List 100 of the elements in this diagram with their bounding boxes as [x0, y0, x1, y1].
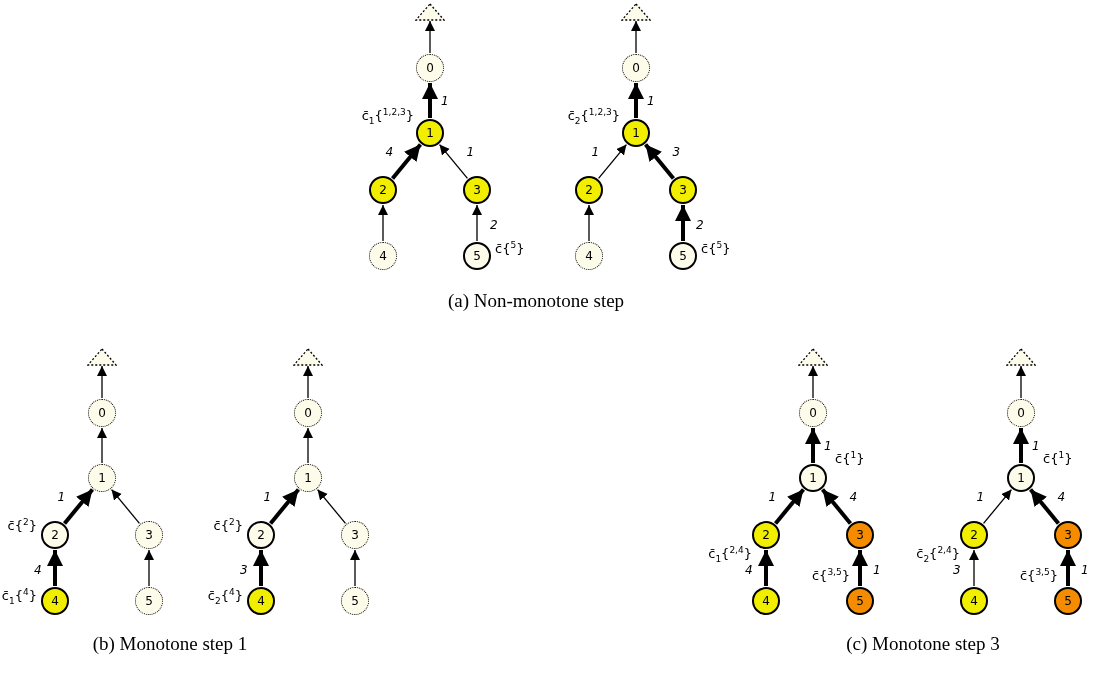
arrow [47, 550, 63, 586]
arrow [144, 549, 154, 587]
tree-node: 1 [799, 464, 827, 492]
arrow [631, 20, 641, 54]
root-triangle [415, 3, 445, 21]
tree-node: 5 [846, 587, 874, 615]
tree-node: 0 [294, 399, 322, 427]
edge-label: 1 [590, 145, 601, 159]
node-annotation: c̄{$^{5}$} [495, 242, 525, 255]
tree-node: 0 [416, 54, 444, 82]
arrow [1016, 365, 1026, 399]
arrow [378, 204, 388, 242]
tree-node: 3 [1054, 521, 1082, 549]
root-triangle [798, 348, 828, 366]
tree-node: 4 [752, 587, 780, 615]
arrow [982, 488, 1013, 525]
edge-label: 1 [823, 439, 833, 453]
tree-node: 4 [247, 587, 275, 615]
edge-label: 1 [262, 490, 273, 504]
node-annotation: c̄{$^{3,5}$} [1019, 569, 1058, 582]
edge-label: 4 [384, 145, 395, 159]
node-annotation: c̄$_{1}${$^{2,4}$} [708, 547, 752, 560]
root-triangle [87, 348, 117, 366]
arrow [1013, 428, 1029, 463]
node-annotation: c̄{$^{2}$} [213, 519, 243, 532]
tree-node: 2 [369, 176, 397, 204]
node-annotation: c̄$_{2}${$^{1,2,3}$} [567, 109, 620, 122]
root-triangle [621, 3, 651, 21]
edge-label: 1 [56, 490, 67, 504]
tree-node: 1 [88, 464, 116, 492]
arrow [1029, 488, 1060, 525]
node-annotation: c̄{$^{2}$} [7, 519, 37, 532]
arrow [597, 143, 628, 180]
tree-node: 2 [575, 176, 603, 204]
arrow [422, 83, 438, 118]
tree-node: 4 [575, 242, 603, 270]
subfigure-caption: (a) Non-monotone step [447, 290, 625, 312]
arrow [584, 204, 594, 242]
node-annotation: c̄{$^{3,5}$} [811, 569, 850, 582]
tree-node: 4 [41, 587, 69, 615]
tree-node: 5 [341, 587, 369, 615]
tree-node: 2 [752, 521, 780, 549]
arrow [63, 488, 94, 525]
node-annotation: c̄{$^{1}$} [1043, 452, 1073, 465]
arrow [316, 488, 347, 525]
tree-node: 5 [135, 587, 163, 615]
tree-node: 3 [135, 521, 163, 549]
tree-node: 3 [463, 176, 491, 204]
arrow [253, 550, 269, 586]
arrow [97, 427, 107, 464]
tree-node: 0 [622, 54, 650, 82]
subfigure-caption: (c) Monotone step 3 [846, 633, 1000, 655]
arrow [774, 488, 805, 525]
node-annotation: c̄$_{2}${$^{4}$} [207, 589, 243, 602]
arrow [675, 205, 691, 241]
arrow [303, 365, 313, 399]
arrow [438, 143, 469, 180]
arrow [269, 488, 300, 525]
subfigure-caption: (b) Monotone step 1 [92, 633, 248, 655]
node-annotation: c̄$_{1}${$^{4}$} [1, 589, 37, 602]
root-triangle [1006, 348, 1036, 366]
arrow [805, 428, 821, 463]
root-triangle [293, 348, 323, 366]
tree-node: 1 [1007, 464, 1035, 492]
tree-node: 5 [669, 242, 697, 270]
arrow [644, 143, 675, 180]
arrow [808, 365, 818, 399]
tree-node: 5 [1054, 587, 1082, 615]
tree-node: 3 [341, 521, 369, 549]
arrow [758, 550, 774, 586]
tree-node: 2 [41, 521, 69, 549]
arrow [303, 427, 313, 464]
arrow [472, 204, 482, 242]
edge-label: 1 [465, 145, 476, 159]
arrow [628, 83, 644, 118]
arrow [425, 20, 435, 54]
arrow [1060, 550, 1076, 586]
arrow [852, 550, 868, 586]
node-annotation: c̄{$^{1}$} [835, 452, 865, 465]
edge-label: 1 [1031, 439, 1041, 453]
tree-node: 4 [369, 242, 397, 270]
arrow [821, 488, 852, 525]
edge-label: 1 [975, 490, 986, 504]
tree-node: 0 [1007, 399, 1035, 427]
edge-label: 4 [848, 490, 859, 504]
tree-node: 2 [960, 521, 988, 549]
tree-node: 1 [416, 119, 444, 147]
tree-node: 2 [247, 521, 275, 549]
tree-node: 4 [960, 587, 988, 615]
node-annotation: c̄{$^{5}$} [701, 242, 731, 255]
tree-node: 3 [669, 176, 697, 204]
arrow [391, 143, 422, 180]
tree-node: 3 [846, 521, 874, 549]
tree-node: 0 [88, 399, 116, 427]
node-annotation: c̄$_{1}${$^{1,2,3}$} [361, 109, 414, 122]
tree-node: 5 [463, 242, 491, 270]
arrow [110, 488, 141, 525]
edge-label: 1 [646, 94, 656, 108]
edge-label: 1 [440, 94, 450, 108]
node-annotation: c̄$_{2}${$^{2,4}$} [916, 547, 960, 560]
